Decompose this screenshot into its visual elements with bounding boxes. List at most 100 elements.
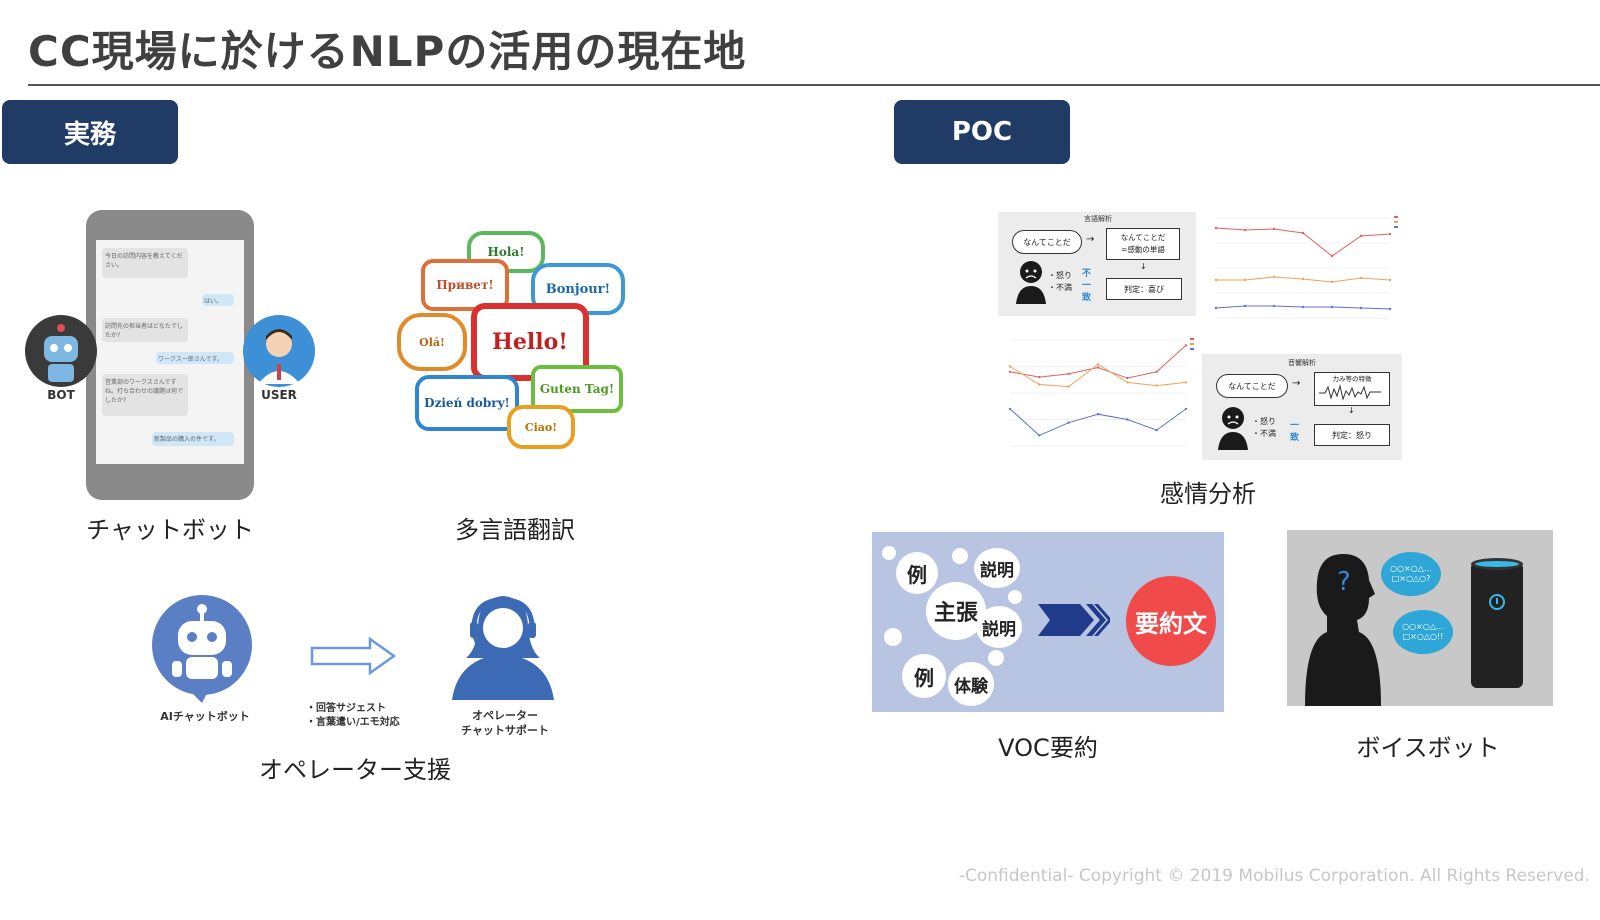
decorative-dot [1008, 590, 1022, 604]
chart-point [1038, 383, 1041, 386]
chatbot-illustration: 今日の訪問内容を教えてください。 はい。 訪問先の担当者はどなたでしたか? ワー… [20, 210, 320, 505]
match-label: 一 致 [1290, 420, 1299, 444]
chart-point [1214, 226, 1218, 230]
chart-series-line [1009, 408, 1187, 436]
right-arrow-icon [310, 636, 397, 676]
word-circle: 説明 [974, 548, 1020, 588]
bot-label: BOT [47, 388, 75, 402]
arrow-right-icon: → [1292, 378, 1301, 389]
decorative-dot [884, 628, 902, 646]
emotion-item: ・不満 [1252, 429, 1276, 438]
chart-point [1359, 234, 1363, 238]
phone-screen: 今日の訪問内容を教えてください。 はい。 訪問先の担当者はどなたでしたか? ワー… [96, 240, 244, 464]
greeting-bubble-main: Hello! [471, 303, 589, 381]
judgement-box: 判定：喜び [1106, 278, 1182, 300]
chart-point [1214, 306, 1218, 310]
section-label-practice: 実務 [2, 100, 178, 164]
chart-point [1038, 375, 1041, 379]
emotion-item: ・怒り [1048, 271, 1072, 280]
chart-point [1126, 381, 1129, 384]
linguistic-analysis-panel: 言語解析 なんてことだ → なんてことだ =感動の単語 ↓ ・怒り ・不満 不 … [998, 212, 1196, 316]
waveform-box: 力み等の特徴 [1314, 372, 1390, 406]
emotion-list: ・怒り ・不満 [1048, 270, 1072, 294]
greeting-bubble: Ciao! [507, 405, 575, 449]
chart-point [1184, 381, 1188, 384]
arrow-note: ・回答サジェスト [306, 703, 386, 714]
chart-point [1243, 278, 1247, 282]
voicebot-caption: ボイスボット [1356, 734, 1500, 762]
section-label-poc: POC [894, 100, 1070, 164]
chart-legend-swatch [1190, 348, 1194, 350]
mismatch-char: 致 [1082, 293, 1092, 303]
mismatch-char: 不 [1082, 269, 1092, 279]
greeting-bubble: Dzień dobry! [415, 375, 519, 431]
chart-point [1184, 344, 1188, 347]
chart-legend-swatch [1394, 216, 1398, 218]
chart-point [1067, 421, 1070, 424]
word-box: なんてことだ =感動の単語 [1106, 228, 1180, 260]
chart-point [1301, 305, 1305, 309]
panel-heading: 言語解析 [1084, 215, 1112, 223]
decorative-dot [988, 650, 1004, 666]
chart-point [1155, 428, 1158, 432]
chart-point [1008, 365, 1012, 368]
chart-point [1272, 227, 1276, 231]
speech-bubble: なんてことだ [1012, 230, 1082, 254]
svg-text:?: ? [1337, 567, 1351, 597]
person-silhouette-icon: ? [1305, 554, 1381, 706]
chart-point [1301, 231, 1305, 235]
acoustic-analysis-panel: 音響解析 なんてことだ → 力み等の特徴 ↓ ・怒り ・不満 一 致 判定：怒り [1202, 354, 1402, 460]
chart-point [1330, 305, 1334, 309]
sentiment-line-chart-1 [1214, 216, 1398, 319]
chat-message-bot: 営業部のワークスさんですね。打ち合わせの議題は何でしたか? [102, 374, 188, 416]
panel-heading: 音響解析 [1288, 359, 1316, 367]
chat-message-user: 新製品の購入の件です。 [152, 432, 234, 446]
emotion-item: ・不満 [1048, 283, 1072, 292]
chat-message-bot: 訪問先の担当者はどなたでしたか? [102, 318, 188, 342]
chat-message-user: ワークスー郎さんです。 [156, 352, 234, 364]
arrow-note: ・言葉遣い/エモ対応 [306, 717, 400, 728]
angry-face-icon [1218, 407, 1248, 450]
chart-point [1388, 278, 1392, 282]
chevron-arrow-icon [1038, 604, 1110, 636]
title-divider [28, 84, 1600, 86]
chart-point [1096, 363, 1100, 366]
ai-chatbot-label: AIチャットボット [160, 710, 250, 723]
match-char: 一 [1290, 421, 1300, 431]
operator-support-caption: オペレーター支援 [259, 756, 451, 784]
chart-point [1096, 366, 1100, 369]
operator-label-line: オペレーター [472, 709, 538, 722]
chart-legend-swatch [1394, 221, 1398, 223]
arrow-down-icon: ↓ [1140, 262, 1147, 271]
mismatch-char: 一 [1082, 281, 1092, 291]
voc-summary-illustration: 例 主張 説明 説明 例 体験 要約文 [872, 532, 1224, 712]
user-label: USER [261, 388, 297, 402]
word-box-line: なんてことだ [1120, 233, 1166, 242]
multilingual-illustration: Hola! Привет! Bonjour! Olá! Hello! Guten… [395, 225, 625, 470]
chart-point [1126, 418, 1129, 421]
arrow-down-icon: ↓ [1348, 406, 1355, 415]
operator-headset-icon [452, 596, 554, 700]
chart-point [1359, 306, 1363, 310]
arrow-right-icon: → [1086, 234, 1095, 245]
bot-avatar-icon [25, 315, 97, 387]
word-box-line: =感動の単語 [1121, 245, 1165, 254]
arrow-notes: ・回答サジェスト ・言葉遣い/エモ対応 [306, 702, 426, 730]
judgement-box: 判定：怒り [1314, 424, 1390, 446]
greeting-bubble: Olá! [397, 313, 467, 371]
speech-bubble: なんてことだ [1216, 374, 1288, 398]
chart-point [1388, 307, 1392, 311]
word-circle: 体験 [948, 662, 994, 706]
operator-label-line: チャットサポート [461, 724, 549, 737]
chart-point [1272, 275, 1276, 279]
chat-message-bot: 今日の訪問内容を教えてください。 [102, 248, 188, 278]
chart-point [1096, 413, 1100, 416]
chart-legend-swatch [1190, 338, 1194, 340]
greeting-bubble: Привет! [421, 259, 509, 311]
chart-point [1184, 407, 1188, 411]
chatbot-caption: チャットボット [86, 516, 254, 544]
chart-point [1214, 278, 1218, 282]
emotion-item: ・怒り [1252, 417, 1276, 426]
chart-point [1008, 370, 1012, 373]
chart-point [1330, 254, 1334, 258]
